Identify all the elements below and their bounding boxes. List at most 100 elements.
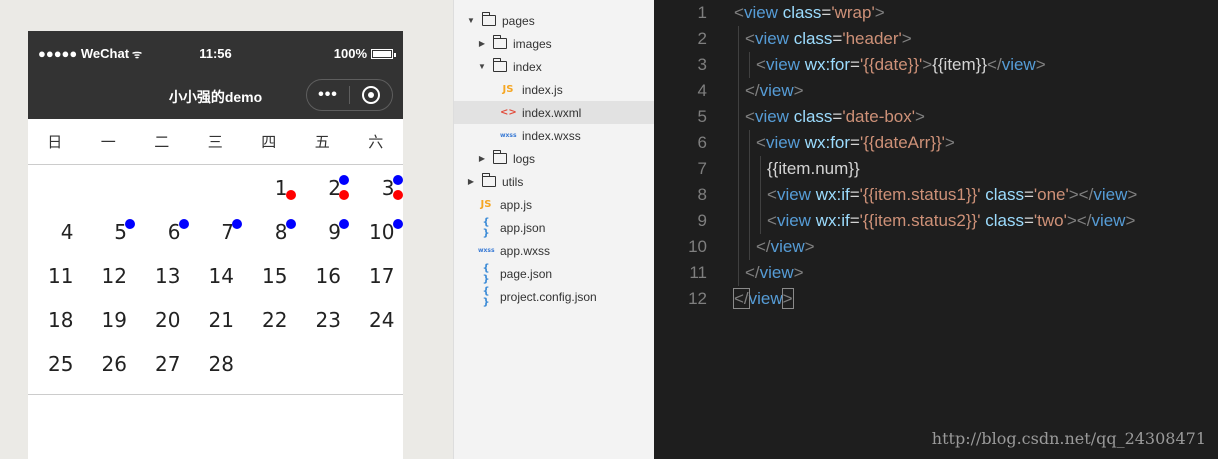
date-cell[interactable]: 20 bbox=[135, 303, 189, 347]
line-number: 7 bbox=[697, 159, 707, 178]
code-token: </ bbox=[756, 237, 771, 256]
tree-item-label: app.json bbox=[500, 220, 546, 235]
line-number: 10 bbox=[688, 237, 707, 256]
date-cell[interactable]: 12 bbox=[82, 259, 136, 303]
date-number: 22 bbox=[262, 308, 288, 332]
tree-file[interactable]: { }app.json bbox=[454, 216, 655, 239]
code-token: 'two' bbox=[1033, 211, 1067, 230]
date-cell[interactable]: 11 bbox=[28, 259, 82, 303]
code-text: <view wx:for='{{date}}'>{{item}}</view> bbox=[756, 55, 1046, 75]
date-cell[interactable]: 3 bbox=[349, 171, 403, 215]
date-cell[interactable]: 8 bbox=[242, 215, 296, 259]
date-number: 4 bbox=[60, 220, 74, 244]
code-text: </view> bbox=[733, 288, 794, 309]
tree-folder[interactable]: ▶images bbox=[454, 32, 655, 55]
code-token: > bbox=[781, 288, 794, 309]
date-cell[interactable]: 27 bbox=[135, 347, 189, 391]
code-line: 7 {{item.num}} bbox=[654, 156, 1218, 182]
code-token: 'one' bbox=[1033, 185, 1069, 204]
code-text: <view class='header'> bbox=[745, 29, 912, 49]
caret-right-icon[interactable]: ▶ bbox=[478, 39, 486, 48]
tree-item-label: index.wxml bbox=[522, 105, 582, 120]
caret-right-icon[interactable]: ▶ bbox=[478, 154, 486, 163]
code-token: > bbox=[901, 29, 912, 48]
date-cell[interactable]: 19 bbox=[82, 303, 136, 347]
date-cell[interactable]: 2 bbox=[296, 171, 349, 215]
indent-guide bbox=[760, 182, 761, 208]
date-number: 11 bbox=[48, 264, 74, 288]
folder-open-icon bbox=[493, 58, 507, 72]
date-cell[interactable]: 10 bbox=[349, 215, 403, 259]
tree-folder[interactable]: ▼ index bbox=[454, 55, 655, 78]
date-cell[interactable]: 1 bbox=[242, 171, 296, 215]
tree-folder[interactable]: ▼pages bbox=[454, 9, 655, 32]
more-options-button[interactable]: ••• bbox=[318, 86, 338, 103]
caret-down-icon[interactable]: ▼ bbox=[467, 16, 475, 25]
caret-down-icon[interactable]: ▼ bbox=[478, 62, 486, 71]
date-cell[interactable]: 17 bbox=[349, 259, 403, 303]
date-cell[interactable]: 23 bbox=[296, 303, 350, 347]
date-cell[interactable]: 5 bbox=[82, 215, 135, 259]
status1-dot bbox=[285, 219, 296, 229]
tree-file[interactable]: <>index.wxml bbox=[454, 101, 655, 124]
indent-guide bbox=[760, 156, 761, 182]
tree-folder[interactable]: ▶ utils bbox=[454, 170, 655, 193]
code-token: class bbox=[985, 185, 1024, 204]
date-cell[interactable]: 15 bbox=[242, 259, 296, 303]
weekday-label: 六 bbox=[368, 134, 384, 151]
tree-item-label: utils bbox=[502, 174, 524, 189]
tree-file[interactable]: { }page.json bbox=[454, 262, 655, 285]
date-cell[interactable]: 13 bbox=[135, 259, 189, 303]
status1-dot bbox=[392, 175, 403, 185]
close-miniprogram-button[interactable] bbox=[350, 86, 392, 104]
indent-guide bbox=[738, 52, 739, 78]
code-editor[interactable]: 1<view class='wrap'>2<view class='header… bbox=[654, 0, 1218, 459]
js-file-icon: JS bbox=[502, 84, 514, 95]
date-number: 1 bbox=[274, 176, 288, 200]
indent-guide bbox=[738, 182, 739, 208]
date-cell[interactable]: 25 bbox=[28, 347, 82, 391]
date-cell[interactable]: 26 bbox=[82, 347, 136, 391]
caret-right-icon[interactable]: ▶ bbox=[467, 177, 475, 186]
date-cell[interactable]: 21 bbox=[189, 303, 243, 347]
date-number: 7 bbox=[221, 220, 234, 244]
code-token: < bbox=[767, 185, 777, 204]
date-cell[interactable]: 28 bbox=[189, 347, 243, 391]
code-token: {{item.num}} bbox=[767, 159, 860, 178]
code-text: {{item.num}} bbox=[767, 159, 860, 179]
date-number: 6 bbox=[167, 220, 181, 244]
date-cell[interactable]: 6 bbox=[135, 215, 189, 259]
status2-dot bbox=[392, 190, 403, 200]
status1-dot bbox=[125, 219, 135, 229]
date-cell[interactable]: 16 bbox=[296, 259, 350, 303]
date-cell[interactable]: 22 bbox=[242, 303, 296, 347]
date-cell[interactable]: 9 bbox=[296, 215, 349, 259]
tree-item-label: logs bbox=[513, 151, 536, 166]
code-token: < bbox=[745, 107, 755, 126]
date-cell[interactable]: 7 bbox=[189, 215, 242, 259]
code-line: 3<view wx:for='{{date}}'>{{item}}</view> bbox=[654, 52, 1218, 78]
folder-icon bbox=[493, 150, 507, 164]
tree-file[interactable]: { }project.config.json bbox=[454, 285, 655, 308]
tree-folder[interactable]: ▶ logs bbox=[454, 147, 655, 170]
date-cell[interactable]: 18 bbox=[28, 303, 82, 347]
indent-guide bbox=[738, 156, 739, 182]
tree-item-label: index bbox=[513, 59, 542, 74]
date-cell[interactable]: 14 bbox=[189, 259, 243, 303]
date-number: 27 bbox=[155, 352, 181, 376]
date-cell[interactable]: 24 bbox=[349, 303, 403, 347]
date-number: 26 bbox=[101, 352, 127, 376]
json-file-icon: { } bbox=[482, 262, 490, 285]
date-number: 3 bbox=[381, 176, 395, 200]
indent-guide bbox=[749, 52, 750, 78]
line-number: 12 bbox=[688, 289, 707, 308]
code-token: < bbox=[756, 55, 766, 74]
code-token: > bbox=[922, 55, 933, 74]
date-cell[interactable]: 4 bbox=[28, 215, 82, 259]
